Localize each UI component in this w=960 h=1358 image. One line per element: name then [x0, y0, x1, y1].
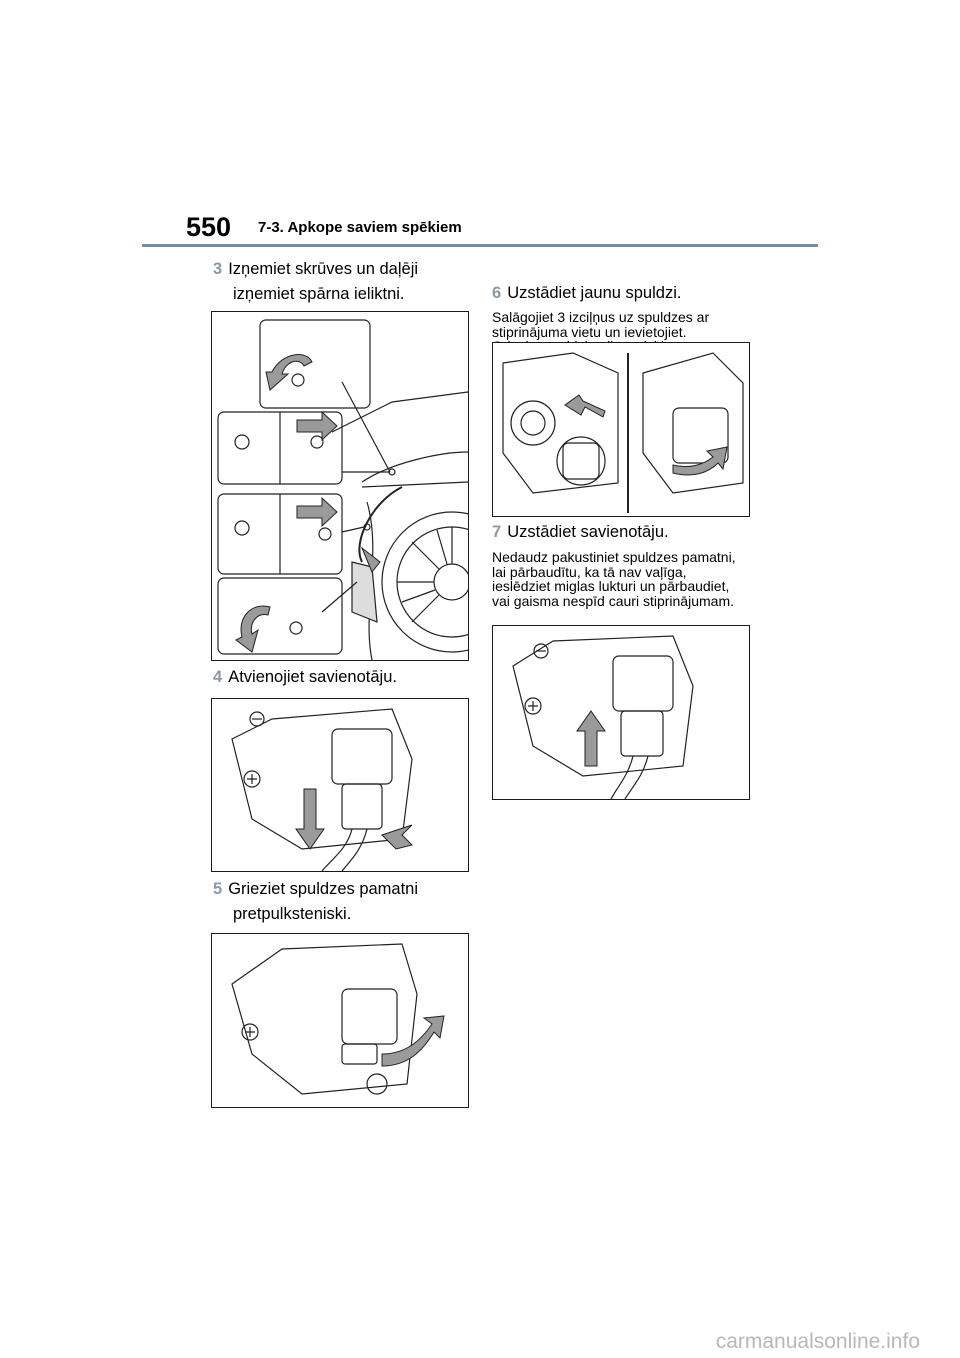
note-line: lai pārbaudītu, ka tā nav vaļīga, [492, 563, 687, 580]
step-5: 5 Grieziet spuldzes pamatni pretpulksteni… [213, 877, 473, 927]
section-title: 7-3. Apkope saviem spēkiem [258, 219, 462, 236]
bulb-turn-diagram [231, 943, 445, 1095]
note-line: ieslēdziet miglas lukturi un pārbaudiet, [492, 578, 730, 594]
step-number: 4 [213, 668, 223, 686]
illustration-install-bulb [492, 342, 750, 517]
install-bulb-diagram [502, 352, 744, 513]
step-text: Atvienojiet savienotāju. [228, 668, 397, 686]
illustration-remove-screws [211, 311, 469, 661]
step-text: Uzstādiet jaunu spuldzi. [507, 284, 682, 302]
step-text: Uzstādiet savienotāju. [507, 523, 669, 541]
note-line: Salāgojiet 3 izciļņus uz spuldzes ar [492, 309, 710, 325]
illustration-turn-counterclockwise [211, 933, 469, 1108]
step-7: 7 Uzstādiet savienotāju. [492, 520, 812, 545]
fender-liner-diagram [217, 319, 468, 660]
illustration-install-connector [492, 625, 750, 800]
note-line: stiprinājuma vietu un ievietojiet. [492, 323, 687, 340]
page-number: 550 [186, 212, 232, 242]
step-4: 4 Atvienojiet savienotāju. [213, 665, 473, 690]
step-text-cont: pretpulksteniski. [233, 905, 352, 923]
step-number: 6 [492, 284, 502, 302]
install-connector-diagram [512, 635, 694, 799]
step-number: 3 [213, 260, 223, 278]
step-number: 5 [213, 880, 223, 898]
step-3: 3 Izņemiet skrūves un daļēji izņemiet spā… [213, 257, 473, 307]
step-text: Izņemiet skrūves un daļēji [228, 260, 419, 278]
step-7-note: Nedaudz pakustiniet spuldzes pamatni, la… [492, 550, 812, 608]
watermark: carmanualsonline.info [715, 1330, 920, 1353]
header-rule [142, 244, 818, 247]
connector-diagram [231, 708, 413, 871]
step-6: 6 Uzstādiet jaunu spuldzi. [492, 281, 812, 306]
note-line: Nedaudz pakustiniet spuldzes pamatni, [492, 549, 736, 565]
illustration-disconnect-connector [211, 698, 469, 872]
step-number: 7 [492, 523, 502, 541]
note-line: vai gaisma nespīd cauri stiprinājumam. [492, 592, 734, 609]
step-text-cont: izņemiet spārna ieliktni. [233, 285, 405, 303]
step-text: Grieziet spuldzes pamatni [228, 880, 419, 898]
